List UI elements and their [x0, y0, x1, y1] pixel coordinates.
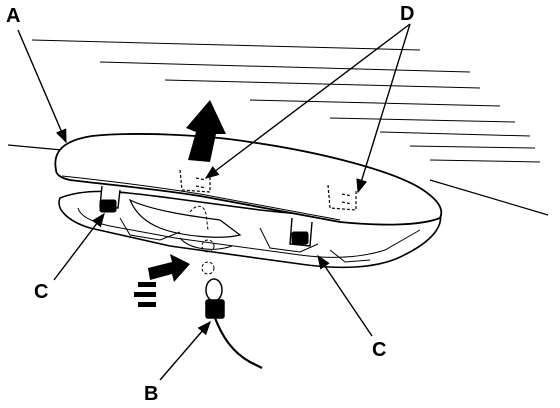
leader-d-right — [356, 23, 411, 194]
lift-arrow-icon — [186, 100, 226, 162]
bulb-socket-guide — [189, 205, 215, 275]
rear-glass-hatching — [31, 39, 541, 163]
clip-left — [99, 199, 117, 213]
base-housing — [58, 190, 442, 269]
bulb-socket — [205, 278, 263, 369]
leader-c-left — [53, 212, 105, 281]
callout-b: B — [144, 383, 158, 405]
hidden-tab-right — [327, 184, 357, 211]
wire-harness — [213, 317, 263, 369]
retaining-clips — [99, 199, 309, 245]
body-edge-lines — [7, 144, 549, 216]
leader-a — [17, 29, 67, 144]
socket-icon — [205, 299, 225, 319]
callout-c-left: C — [34, 281, 48, 303]
bulb-icon — [205, 278, 223, 302]
leader-lines — [17, 23, 411, 381]
callout-c-right: C — [372, 339, 386, 361]
leader-d-left — [204, 23, 411, 179]
leader-c-right — [317, 254, 373, 337]
hidden-tab-left — [179, 169, 211, 193]
push-arrow-icon — [134, 254, 190, 307]
clip-right — [291, 231, 309, 245]
callout-d: D — [400, 3, 414, 25]
hidden-tabs — [179, 169, 357, 211]
callout-a: A — [6, 5, 20, 27]
leader-b — [159, 320, 211, 381]
